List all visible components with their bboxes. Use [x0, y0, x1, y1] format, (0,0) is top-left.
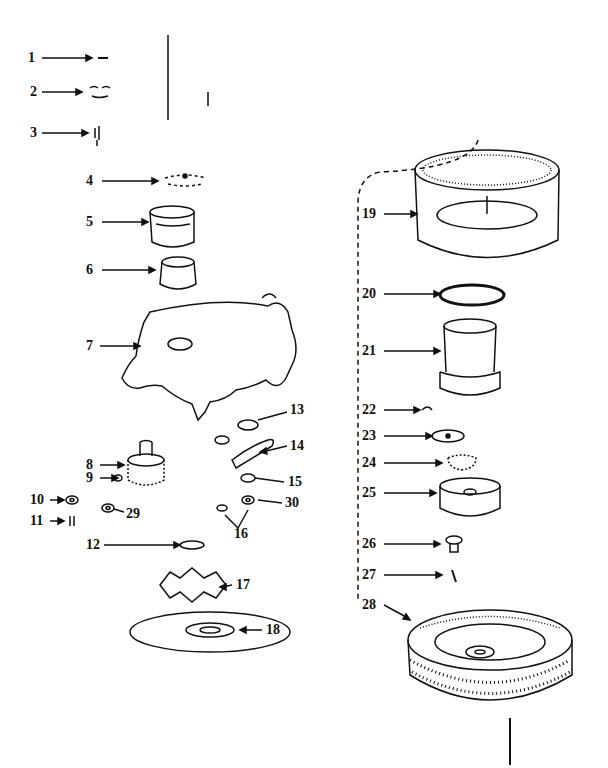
- callout-number: 27: [362, 567, 376, 583]
- callout-number: 7: [86, 338, 93, 354]
- callout-number: 9: [86, 470, 93, 486]
- callout-number: 12: [86, 537, 100, 553]
- callout-number: 18: [266, 622, 280, 638]
- callout-number: 2: [30, 84, 37, 100]
- callout-number: 26: [362, 536, 376, 552]
- callout-number: 14: [290, 438, 304, 454]
- callout-number: 11: [30, 513, 43, 529]
- callout-number: 13: [290, 402, 304, 418]
- callout-number: 19: [362, 206, 376, 222]
- callout-number: 29: [126, 506, 140, 522]
- callout-number: 23: [362, 428, 376, 444]
- callout-number: 24: [362, 455, 376, 471]
- callout-number: 20: [362, 286, 376, 302]
- callout-number: 17: [236, 577, 250, 593]
- callout-number: 22: [362, 402, 376, 418]
- callout-number: 15: [288, 474, 302, 490]
- callout-number: 6: [86, 262, 93, 278]
- callout-number: 5: [86, 214, 93, 230]
- callout-number: 10: [30, 492, 44, 508]
- callout-number: 21: [362, 343, 376, 359]
- callout-number: 25: [362, 485, 376, 501]
- callout-number: 30: [285, 495, 299, 511]
- callout-number: 4: [86, 173, 93, 189]
- callout-number: 16: [234, 526, 248, 542]
- callout-number: 3: [30, 125, 37, 141]
- callout-number: 28: [362, 597, 376, 613]
- callout-number: 1: [28, 50, 35, 66]
